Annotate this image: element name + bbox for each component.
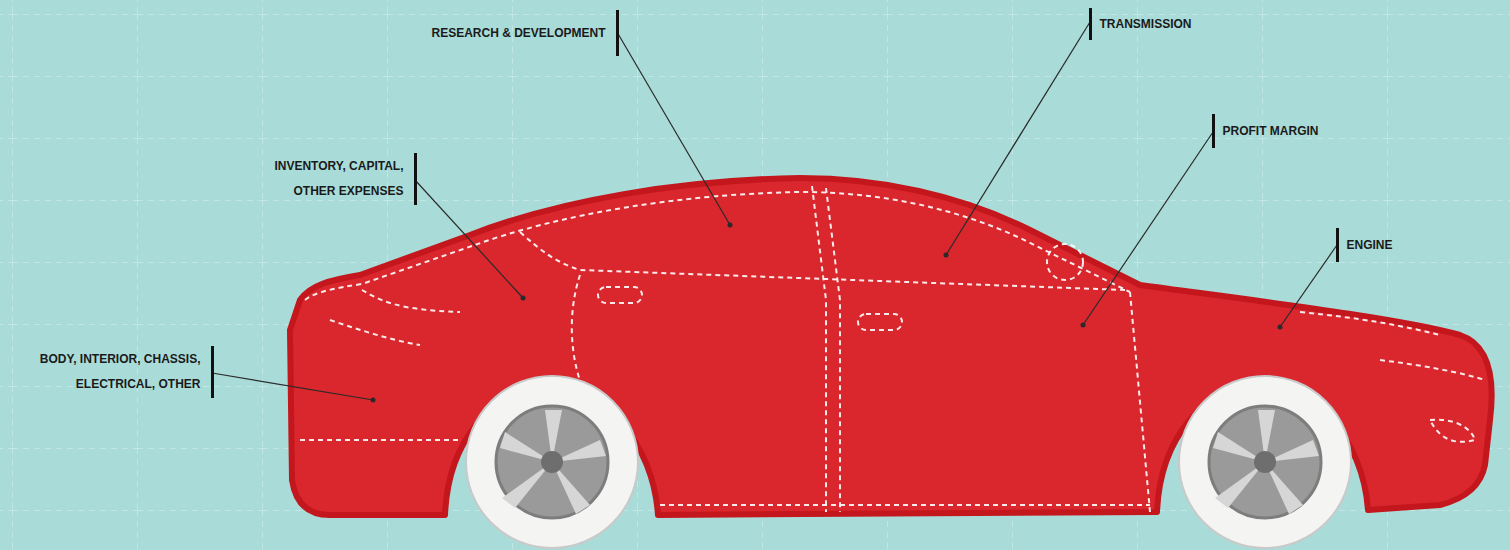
leader-lines — [212, 22, 1337, 400]
rear-wheel — [466, 376, 638, 548]
part-label: RESEARCH & DEVELOPMENT — [376, 10, 619, 56]
part-label: INVENTORY, CAPITAL, OTHER EXPENSES — [239, 153, 417, 205]
part-label: PROFIT MARGIN — [1212, 114, 1383, 148]
front-wheel — [1179, 376, 1351, 548]
part-label: ENGINE — [1336, 228, 1467, 262]
part-label: BODY, INTERIOR, CHASSIS, ELECTRICAL, OTH… — [1, 346, 214, 398]
part-label: TRANSMISSION — [1089, 8, 1260, 40]
leader-dots — [371, 223, 1283, 403]
